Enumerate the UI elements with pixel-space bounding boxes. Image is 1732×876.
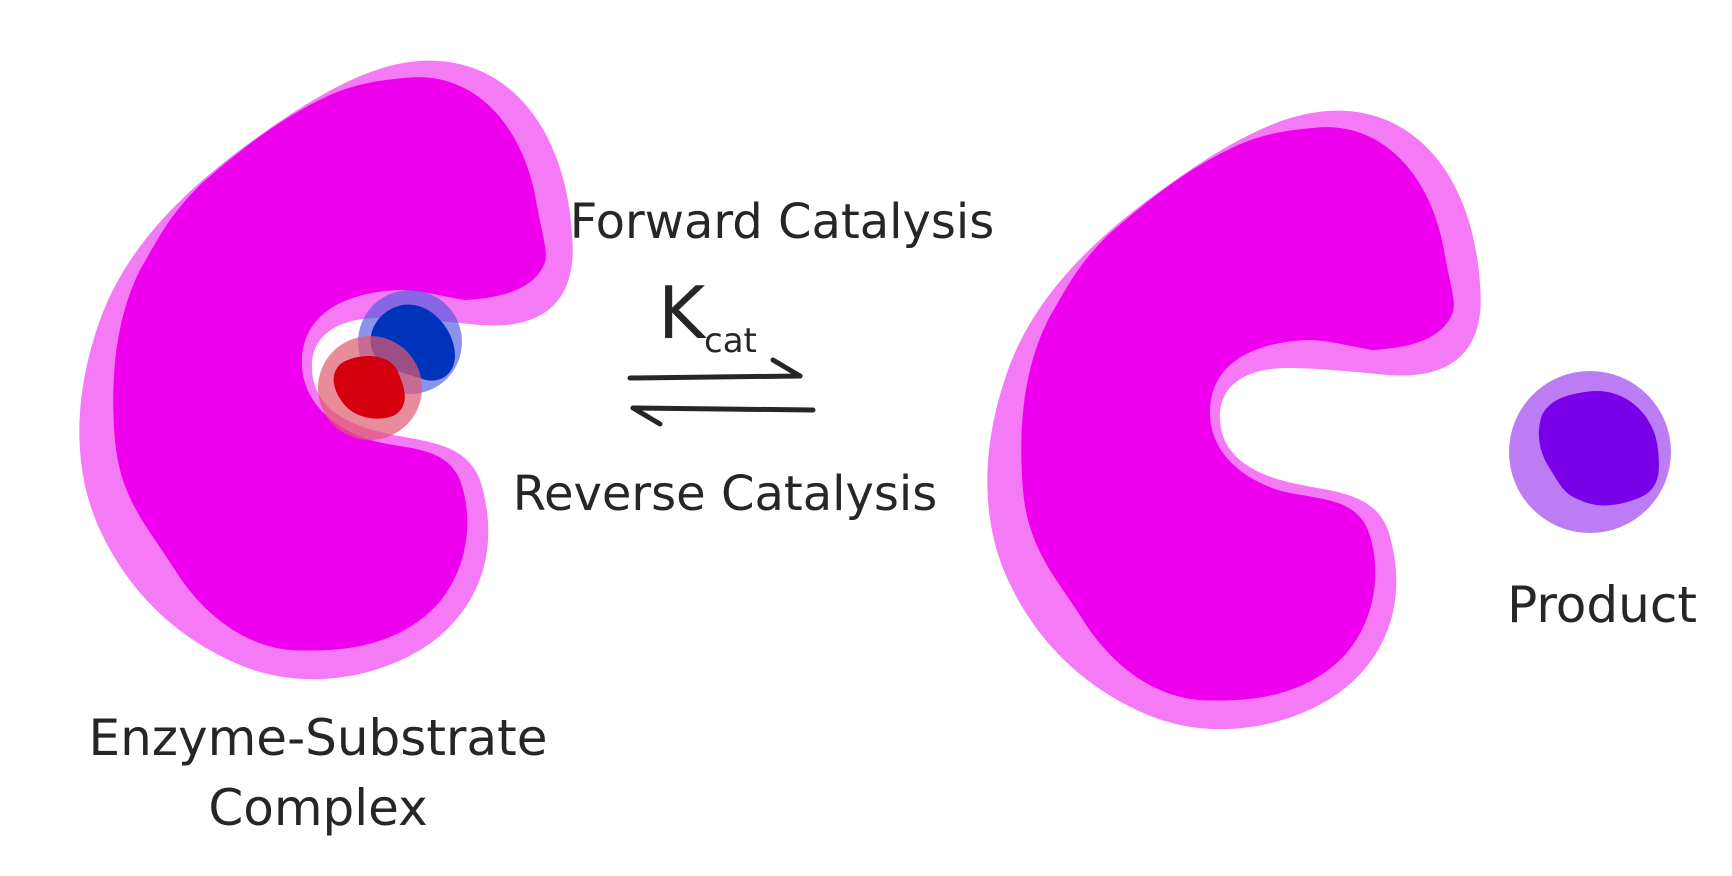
reverse-arrow-shaft [630, 405, 816, 413]
kcat-subscript: cat [704, 321, 757, 361]
product-core [1538, 390, 1659, 506]
substrate-red-core [333, 356, 405, 419]
forward-arrow-shaft [627, 373, 803, 381]
product-label: Product [1507, 576, 1697, 634]
equilibrium-arrows [627, 357, 816, 427]
enzyme-substrate-label-line2: Complex [208, 779, 427, 837]
reverse-arrow-head [630, 405, 663, 427]
kcat-symbol: K [658, 271, 707, 355]
reverse-catalysis-label: Reverse Catalysis [513, 466, 937, 522]
forward-arrow-head [770, 357, 803, 379]
forward-catalysis-label: Forward Catalysis [570, 194, 995, 250]
enzyme-substrate-label-line1: Enzyme-Substrate [88, 709, 547, 767]
enzyme-right [987, 110, 1481, 730]
product-molecule [1509, 371, 1671, 533]
substrate-red [318, 336, 422, 440]
